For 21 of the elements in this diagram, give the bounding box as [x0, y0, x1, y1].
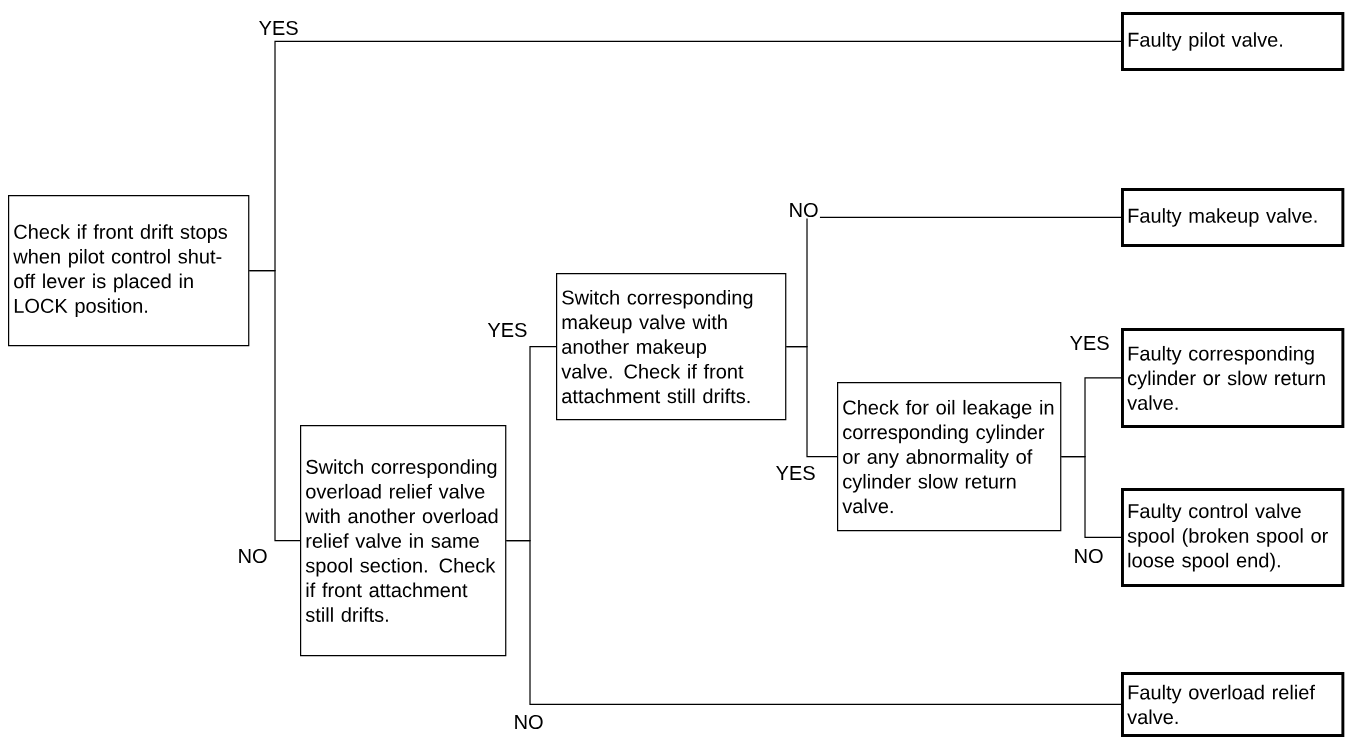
- edge-label: NO: [1072, 547, 1105, 565]
- edge-label: YES: [774, 464, 817, 482]
- result-box: Faulty pilot valve.: [1121, 12, 1345, 71]
- edge-label: NO: [512, 713, 545, 731]
- edge-label: YES: [257, 19, 300, 37]
- result-box: Faulty overload relief valve.: [1121, 672, 1345, 737]
- connector-line: [505, 540, 1122, 706]
- decision-box: Switch corresponding makeup valve with another makeup valve. Check if front attachment still drifts.: [556, 273, 787, 421]
- edge-label: YES: [1068, 334, 1111, 352]
- decision-box: Switch corresponding overload relief valve with another overload relief valve in same spool section. Check if front attachment still drifts.: [300, 425, 507, 657]
- connector-line: [248, 270, 301, 542]
- edge-label: NO: [787, 201, 820, 219]
- connector-line: [785, 346, 838, 458]
- result-box: Faulty corresponding cylinder or slow return valve.: [1121, 328, 1345, 428]
- edge-label: NO: [236, 547, 269, 565]
- edge-label: YES: [486, 321, 529, 339]
- result-box: Faulty control valve spool (broken spool or loose spool end).: [1121, 488, 1345, 587]
- decision-box: Check for oil leakage in corresponding cylinder or any abnormality of cylinder slow return valve.: [837, 382, 1062, 532]
- result-box: Faulty makeup valve.: [1121, 188, 1345, 247]
- connector-line: [1060, 456, 1122, 539]
- decision-box: Check if front drift stops when pilot control shut-off lever is placed in LOCK position.: [8, 195, 250, 347]
